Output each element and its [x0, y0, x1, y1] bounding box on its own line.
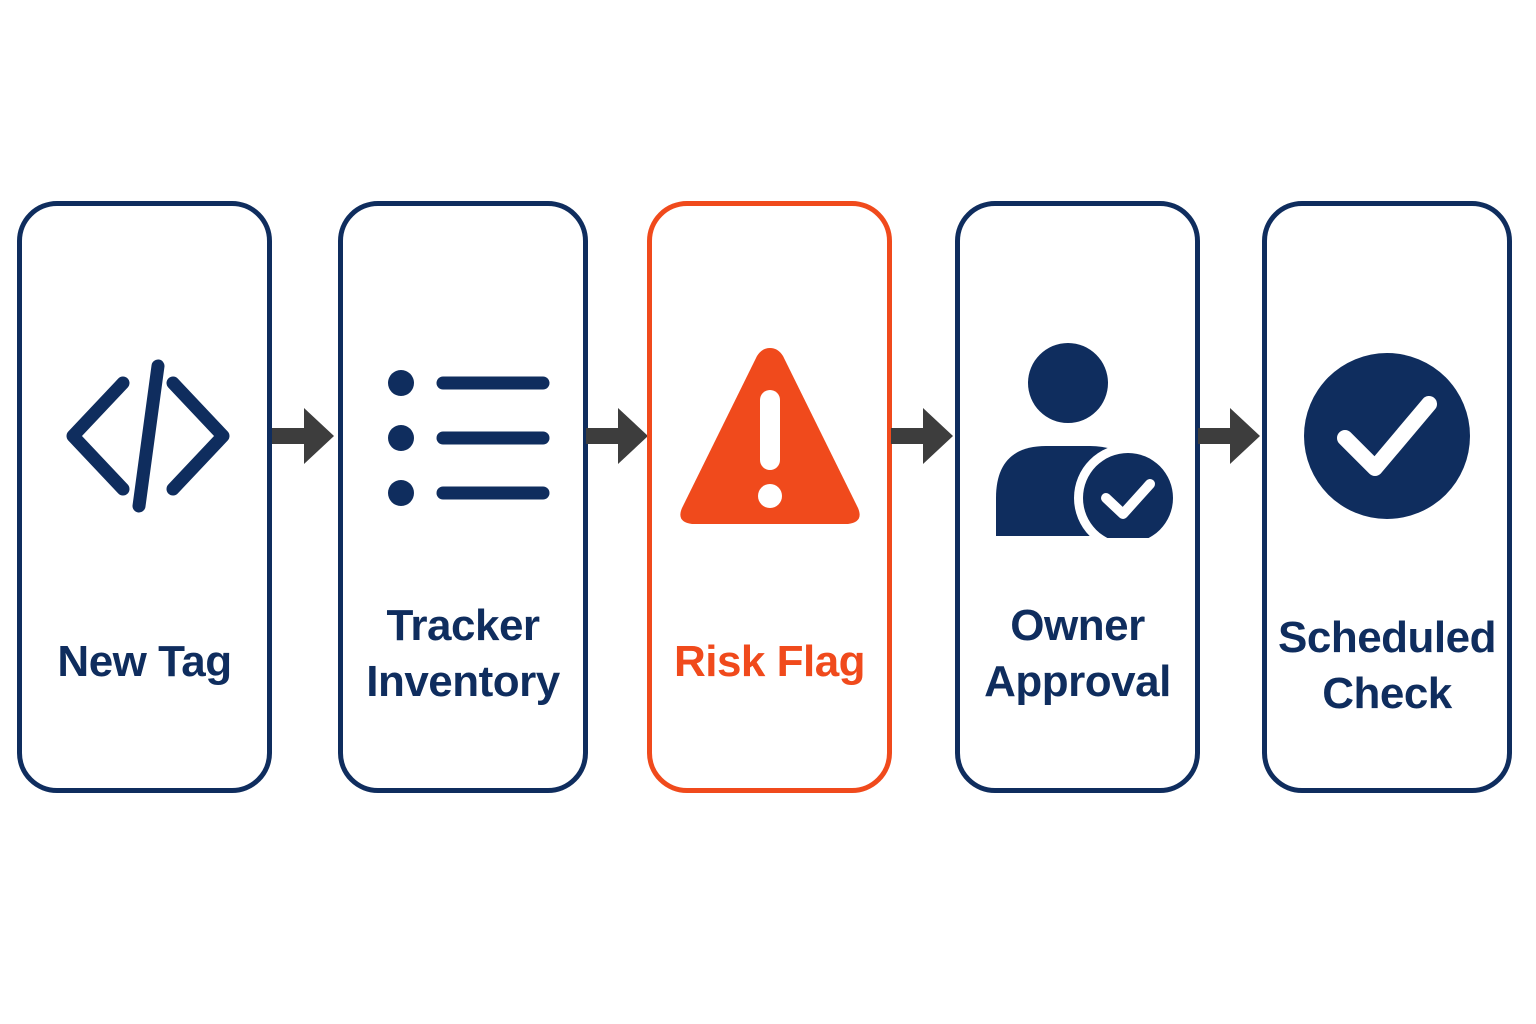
- warning-icon: [679, 348, 860, 524]
- step-owner-approval: Owner Approval: [955, 201, 1200, 793]
- arrow-right-icon: [586, 408, 648, 464]
- list-icon: [388, 370, 550, 506]
- code-icon: [66, 359, 229, 513]
- check-circle-icon: [1304, 353, 1470, 519]
- arrow-right-icon: [891, 408, 953, 464]
- arrow-right-icon: [1198, 408, 1260, 464]
- arrow-right-icon: [272, 408, 334, 464]
- step-label: Risk Flag: [673, 637, 866, 686]
- step-tracker-inventory: Tracker Inventory: [338, 201, 588, 793]
- step-label: Owner Approval: [984, 601, 1171, 706]
- step-new-tag: New Tag: [17, 201, 272, 793]
- step-label: New Tag: [57, 637, 232, 686]
- step-label: Tracker Inventory: [366, 601, 560, 706]
- step-risk-flag: Risk Flag: [647, 201, 892, 793]
- step-scheduled-check: Scheduled Check: [1262, 201, 1512, 793]
- step-label: Scheduled Check: [1278, 613, 1497, 718]
- user-check-icon: [995, 343, 1178, 538]
